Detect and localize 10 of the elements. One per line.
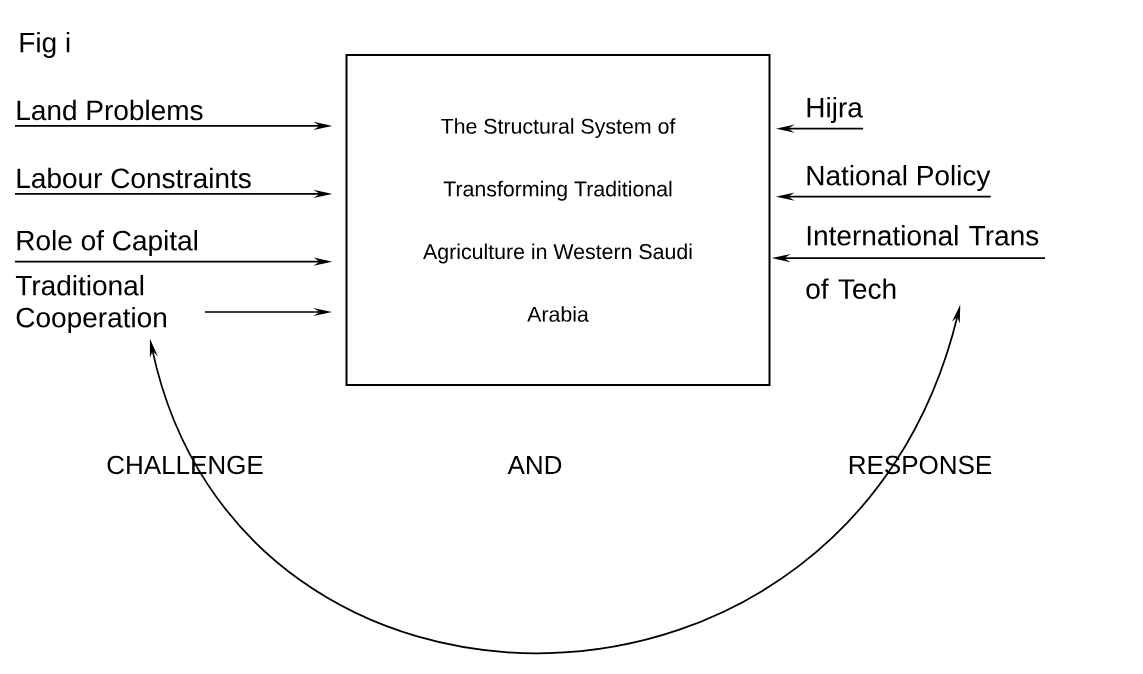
influence-text: National Policy	[807, 164, 991, 192]
curve-label: AND	[507, 456, 562, 474]
figure-label: Fig i	[20, 31, 70, 59]
system-box: The Structural System of Transforming Traditional Agriculture in Western Saudi Arabia	[345, 54, 771, 386]
cause-text: Traditional Cooperation	[15, 274, 166, 334]
cause-text: Role of Capital	[17, 229, 197, 257]
influence-text: International Trans of Tech	[806, 225, 1039, 299]
cause-text: Land Problems	[17, 99, 203, 121]
influence-text: Hijra	[807, 96, 863, 124]
cause-text: Labour Constraints	[17, 167, 251, 189]
